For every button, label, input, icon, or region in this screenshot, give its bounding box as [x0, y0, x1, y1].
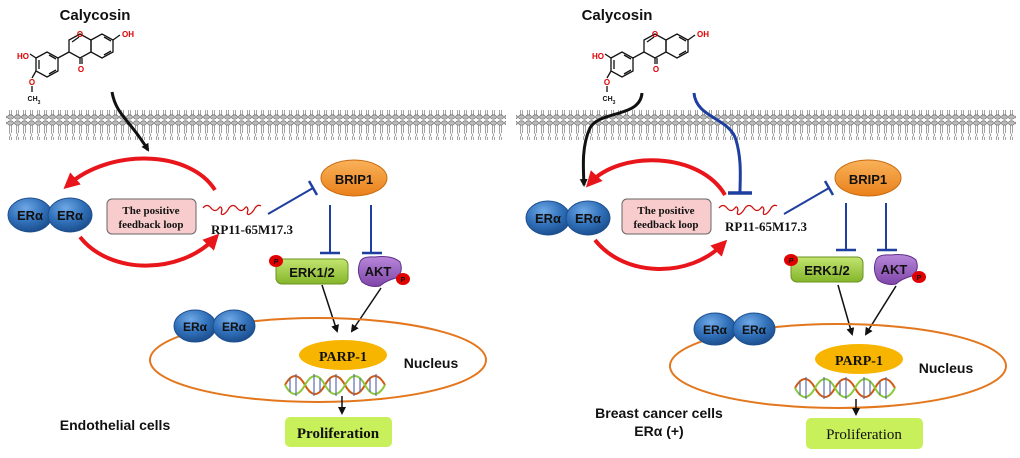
- nucleus-label: Nucleus: [404, 355, 459, 371]
- akt-node: [873, 254, 918, 285]
- brip1-label: BRIP1: [849, 172, 887, 187]
- nuclear-er-alpha-2-label: ERα: [742, 323, 767, 337]
- lncrna-label: RP11-65M17.3: [211, 222, 293, 237]
- akt-phospho-icon: [912, 271, 926, 283]
- erk-label: ERK1/2: [804, 263, 850, 278]
- er-status-label: ERα (+): [634, 423, 683, 439]
- phospho-label: P: [789, 258, 794, 265]
- atom-keto-o: O: [653, 65, 659, 74]
- parp1-node: [815, 344, 903, 374]
- lncrna-inhibits-brip1: [783, 187, 830, 215]
- atom-oh-right: OH: [697, 30, 709, 39]
- lncrna-inhibits-brip1: [267, 187, 314, 215]
- nuclear-er-alpha-2: [732, 312, 776, 346]
- calycosin-inhibits-lncrna: [692, 92, 742, 193]
- brip1-node: [834, 159, 902, 197]
- calycosin-activation-arrow: [110, 91, 150, 152]
- erk-node: [275, 258, 349, 285]
- nuclear-er-alpha-2: [212, 309, 256, 343]
- erk-phospho-icon: [784, 254, 798, 266]
- inhibition-bar: [823, 180, 835, 196]
- akt-label: AKT: [881, 262, 908, 277]
- er-alpha-dimer: ERα ERα: [525, 200, 611, 236]
- lncrna-label: RP11-65M17.3: [725, 219, 807, 234]
- brip1-label: BRIP1: [335, 172, 373, 187]
- nuclear-er-alpha-1-label: ERα: [183, 320, 208, 334]
- akt-activates-parp: [864, 285, 897, 336]
- nucleus-outline: [669, 323, 1007, 409]
- compound-title: Calycosin: [582, 7, 653, 24]
- calycosin-structure: [604, 33, 696, 92]
- calycosin-activation-arrow: [579, 92, 644, 187]
- compound-title: Calycosin: [60, 7, 131, 24]
- atom-methyl: CH3: [28, 96, 41, 106]
- panel-endothelial: Calycosin O OH HO O: [6, 7, 506, 447]
- cell-membrane: [6, 110, 506, 140]
- atom-oh-right: OH: [122, 30, 134, 39]
- atom-keto-o: O: [78, 65, 84, 74]
- atom-methoxy-o: O: [604, 78, 610, 87]
- parp1-label: PARP-1: [319, 350, 367, 365]
- erk-node: [790, 256, 864, 283]
- parp1-label: PARP-1: [835, 354, 883, 369]
- atom-ring-o: O: [652, 30, 658, 39]
- positive-feedback-box: The positive feedback loop: [106, 198, 197, 235]
- lncrna-icon: [718, 204, 778, 216]
- phospho-label: P: [917, 275, 922, 282]
- feedback-arrow-top: [585, 158, 727, 197]
- lncrna-icon: [202, 204, 262, 216]
- positive-feedback-box: The positive feedback loop: [621, 198, 712, 235]
- akt-label: AKT: [365, 264, 392, 279]
- phospho-label: P: [401, 277, 406, 284]
- feedback-box-line1: The positive: [122, 205, 179, 217]
- cell-type-label: Breast cancer cells: [595, 405, 723, 421]
- dna-helix-icon: [284, 374, 386, 396]
- atom-ring-o: O: [77, 30, 83, 39]
- phospho-label: P: [274, 259, 279, 266]
- er-alpha-2-label: ERα: [57, 208, 83, 223]
- nucleus-outline: [149, 317, 487, 403]
- cell-type-label: Endothelial cells: [60, 417, 171, 433]
- akt-activates-parp: [350, 287, 382, 333]
- proliferation-box: [806, 418, 923, 449]
- er-alpha-1-label: ERα: [17, 208, 43, 223]
- er-alpha-2: [565, 200, 611, 236]
- feedback-box-line2: feedback loop: [633, 219, 698, 231]
- calycosin-structure: [29, 33, 121, 92]
- nuclear-er-alpha-2-label: ERα: [222, 320, 247, 334]
- akt-node: [357, 256, 402, 287]
- feedback-box-line2: feedback loop: [118, 219, 183, 231]
- er-alpha-2: [47, 197, 93, 233]
- atom-methoxy-o: O: [29, 78, 35, 87]
- inhibition-bar: [307, 180, 319, 196]
- atom-ho-left: HO: [17, 52, 29, 61]
- dna-helix-icon: [794, 377, 896, 399]
- akt-phospho-icon: [396, 273, 410, 285]
- atom-ho-left: HO: [592, 52, 604, 61]
- brip1-node: [320, 159, 388, 197]
- erk-activates-parp: [837, 284, 855, 336]
- panel-breast-cancer: Calycosin O OH HO O O CH3: [516, 7, 1016, 449]
- feedback-box-line1: The positive: [637, 205, 694, 217]
- erk-phospho-icon: [269, 255, 283, 267]
- nucleus-label: Nucleus: [919, 360, 974, 376]
- parp1-node: [299, 340, 387, 370]
- er-alpha-dimer: ERα ERα: [7, 197, 93, 233]
- nuclear-er-alpha-1-label: ERα: [703, 323, 728, 337]
- nuclear-er-alpha-dimer: ERα ERα: [693, 312, 776, 346]
- feedback-arrow-bottom: [78, 233, 220, 268]
- atom-methyl: CH3: [603, 96, 616, 106]
- feedback-arrow-bottom: [593, 238, 728, 271]
- erk-activates-parp: [321, 284, 339, 333]
- er-alpha-2-label: ERα: [575, 211, 601, 226]
- er-alpha-1-label: ERα: [535, 211, 561, 226]
- proliferation-label: Proliferation: [297, 426, 380, 442]
- feedback-arrow-top: [63, 156, 217, 192]
- cell-membrane: [516, 110, 1016, 140]
- erk-label: ERK1/2: [289, 265, 335, 280]
- proliferation-box: [285, 417, 392, 447]
- proliferation-label: Proliferation: [826, 427, 902, 443]
- nuclear-er-alpha-dimer: ERα ERα: [173, 309, 256, 343]
